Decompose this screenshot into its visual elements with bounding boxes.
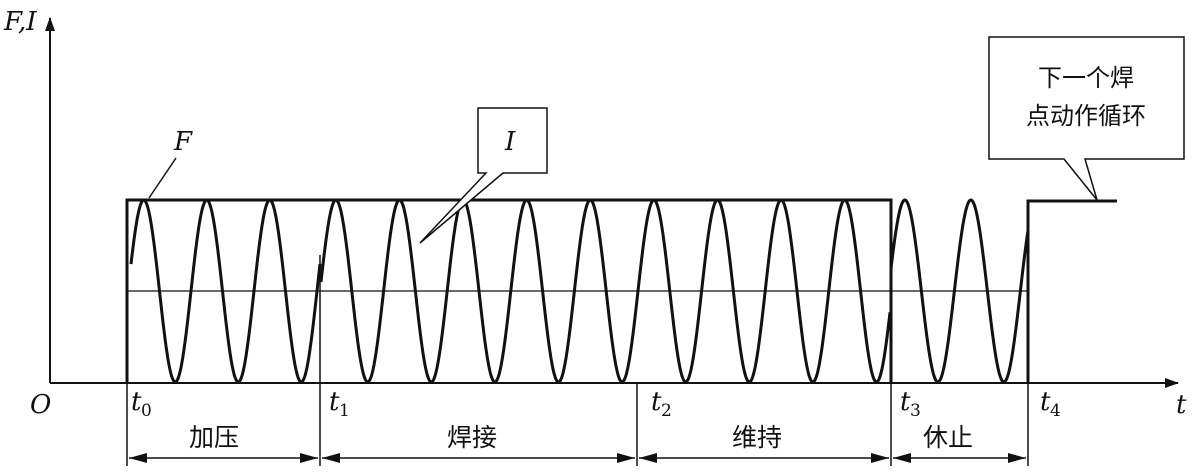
next-cycle-callout: 下一个焊 点动作循环 bbox=[988, 36, 1185, 201]
current-label: I bbox=[504, 127, 516, 157]
time-mark-t2-base: t bbox=[651, 387, 662, 417]
time-mark-t4-sub: 4 bbox=[1050, 401, 1061, 421]
next-cycle-text-line2: 点动作循环 bbox=[1026, 102, 1146, 130]
current-callout: I bbox=[419, 107, 548, 244]
phase-label-off: 休止 bbox=[923, 423, 973, 452]
time-mark-t2: t 2 bbox=[651, 387, 672, 421]
force-label: F bbox=[173, 127, 193, 157]
current-callout-box bbox=[419, 107, 548, 244]
time-mark-t0-base: t bbox=[131, 387, 142, 417]
time-mark-t3: t 3 bbox=[900, 387, 921, 421]
current-wave-squeeze bbox=[129, 198, 322, 384]
time-mark-t1: t 1 bbox=[329, 387, 350, 421]
force-curve-next-cycle bbox=[1026, 199, 1117, 383]
next-cycle-box bbox=[988, 36, 1185, 201]
next-cycle-text-line1: 下一个焊 bbox=[1038, 64, 1134, 92]
time-mark-t2-sub: 2 bbox=[661, 401, 672, 421]
time-mark-t0: t 0 bbox=[131, 387, 152, 421]
time-mark-t1-sub: 1 bbox=[339, 401, 350, 421]
time-mark-t3-sub: 3 bbox=[910, 401, 921, 421]
current-wave-off bbox=[889, 198, 1030, 384]
x-axis-label: t bbox=[1176, 390, 1187, 420]
time-mark-t4: t 4 bbox=[1040, 387, 1061, 421]
time-mark-t1-base: t bbox=[329, 387, 340, 417]
time-mark-t3-base: t bbox=[900, 387, 911, 417]
force-leader bbox=[148, 157, 177, 199]
origin-label: O bbox=[30, 390, 51, 420]
y-axis-label: F,I bbox=[3, 7, 37, 37]
phase-label-weld: 焊接 bbox=[447, 423, 497, 452]
time-mark-t0-sub: 0 bbox=[141, 401, 152, 421]
force-curve bbox=[125, 198, 893, 383]
current-waveform bbox=[129, 198, 1030, 384]
current-wave-weld-hold bbox=[319, 198, 892, 384]
phase-label-squeeze: 加压 bbox=[189, 423, 239, 452]
time-mark-t4-base: t bbox=[1040, 387, 1051, 417]
phase-label-hold: 维持 bbox=[732, 423, 782, 452]
